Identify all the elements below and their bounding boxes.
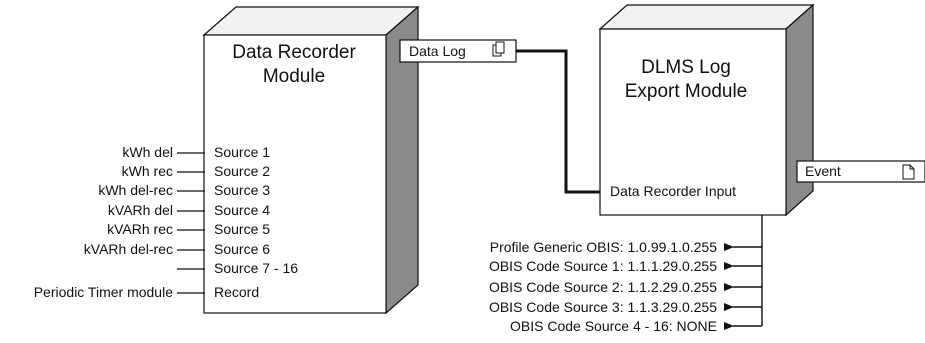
setup-register-label: OBIS Code Source 2: 1.1.2.29.0.255 <box>489 279 717 295</box>
data-recorder-title-line2: Module <box>263 66 325 87</box>
data-log-output-label: Data Log <box>409 43 466 59</box>
input-row: kWh del-rec Source 3 <box>98 182 270 198</box>
data-recorder-box-front <box>203 34 387 314</box>
setup-register-label: OBIS Code Source 4 - 16: NONE <box>510 318 717 334</box>
input-port-label: Source 5 <box>214 221 270 237</box>
input-port-label: Source 6 <box>214 241 270 257</box>
setup-register-row: Profile Generic OBIS: 1.0.99.1.0.255 <box>490 239 762 255</box>
input-port-label: Source 1 <box>214 144 270 160</box>
input-row: kWh del Source 1 <box>122 144 270 160</box>
input-source-label: kWh del <box>122 144 173 160</box>
input-port-label: Source 3 <box>214 182 270 198</box>
input-port-label: Source 2 <box>214 163 270 179</box>
input-row: kVARh del-rec Source 6 <box>84 241 270 257</box>
input-row: kVARh del Source 4 <box>108 202 270 218</box>
input-source-label: kVARh del <box>108 202 173 218</box>
dlms-box-front <box>599 28 787 216</box>
dlms-box-top <box>598 4 815 30</box>
input-source-label: kVARh del-rec <box>84 241 173 257</box>
document-icon <box>902 164 915 180</box>
setup-register-row: OBIS Code Source 3: 1.1.3.29.0.255 <box>489 299 762 315</box>
dlms-box-side <box>785 3 814 217</box>
data-recorder-box-top <box>202 6 420 36</box>
input-row: Source 7 - 16 <box>177 260 298 276</box>
input-source-label: kWh rec <box>122 163 173 179</box>
data-recorder-input-label: Data Recorder Input <box>610 183 736 199</box>
input-source-label: Periodic Timer module <box>34 284 173 300</box>
input-port-label: Source 4 <box>214 202 270 218</box>
setup-register-row: OBIS Code Source 1: 1.1.1.29.0.255 <box>489 258 762 274</box>
event-output-label: Event <box>805 163 841 179</box>
input-port-label: Record <box>214 284 259 300</box>
dlms-export-module: DLMS Log Export Module Data Recorder Inp… <box>598 3 815 217</box>
setup-register-row: OBIS Code Source 4 - 16: NONE <box>510 318 762 334</box>
setup-register-label: OBIS Code Source 1: 1.1.1.29.0.255 <box>489 258 717 274</box>
input-source-label: kVARh rec <box>107 221 173 237</box>
event-output-box[interactable] <box>796 160 925 183</box>
data-recorder-module: Data Recorder Module kWh del Source 1 kW… <box>34 5 420 315</box>
multi-page-document-icon <box>492 41 505 57</box>
data-log-connection-line <box>516 49 600 194</box>
input-row: kVARh rec Source 5 <box>107 221 270 237</box>
setup-register-label: Profile Generic OBIS: 1.0.99.1.0.255 <box>490 239 717 255</box>
input-source-label: kWh del-rec <box>98 182 173 198</box>
data-recorder-title-line1: Data Recorder <box>232 42 356 63</box>
dlms-title-line1: DLMS Log <box>641 57 731 78</box>
setup-register-row: OBIS Code Source 2: 1.1.2.29.0.255 <box>489 279 762 295</box>
input-port-label: Source 7 - 16 <box>214 260 298 276</box>
input-row: Periodic Timer module Record <box>34 284 259 300</box>
dlms-title-line2: Export Module <box>625 81 748 102</box>
data-log-output[interactable]: Data Log <box>399 39 517 63</box>
event-output[interactable]: Event <box>796 160 925 183</box>
input-row: kWh rec Source 2 <box>122 163 271 179</box>
setup-register-label: OBIS Code Source 3: 1.1.3.29.0.255 <box>489 299 717 315</box>
